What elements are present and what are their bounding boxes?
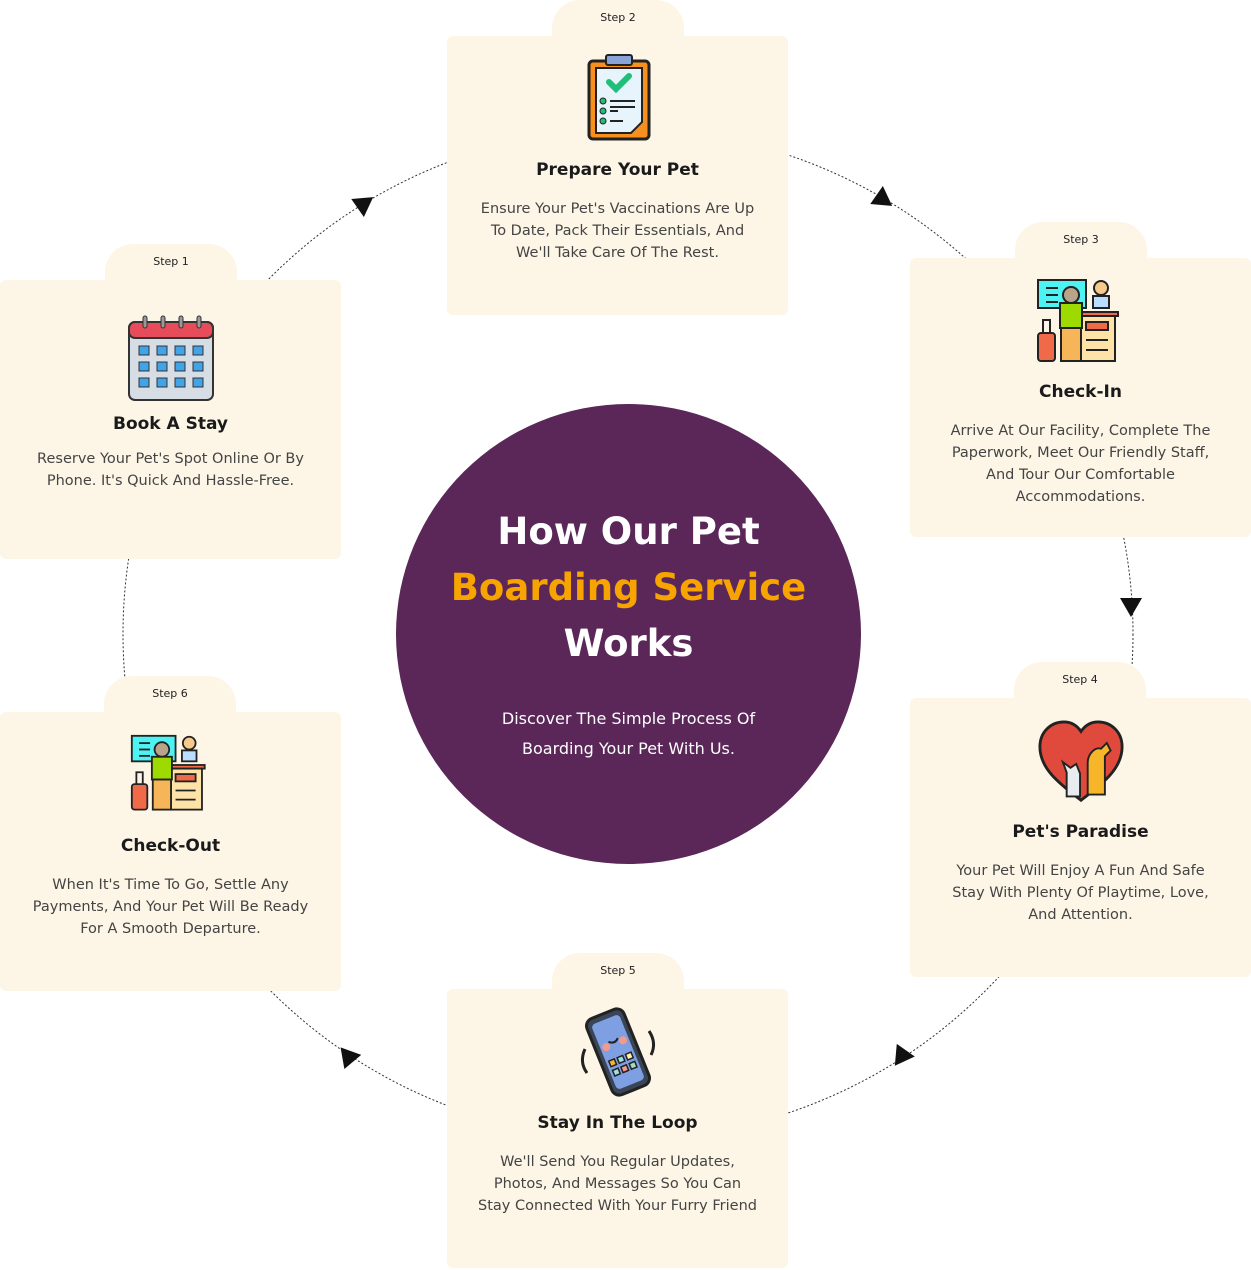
step-title: Pet's Paradise xyxy=(1012,822,1149,842)
step-tab: Step 3 xyxy=(1015,222,1147,262)
step-tab: Step 1 xyxy=(105,244,237,284)
step-description: Ensure Your Pet's Vaccinations Are Up To… xyxy=(480,201,755,261)
step-description: Arrive At Our Facility, Complete The Pap… xyxy=(950,423,1211,505)
step-title: Check-In xyxy=(1039,382,1122,402)
heart-pets-icon xyxy=(1037,720,1124,803)
step-tab: Step 5 xyxy=(552,953,684,993)
step-card-6: Step 6 Check-Out When It's Time To Go, S… xyxy=(0,676,341,991)
main-heading: How Our Pet Boarding Service Works xyxy=(396,504,861,672)
step-description: Reserve Your Pet's Spot Online Or By Pho… xyxy=(37,451,304,489)
heading-line-1: How Our Pet xyxy=(497,510,760,553)
arrow-icon xyxy=(1120,598,1142,617)
step-tab: Step 2 xyxy=(552,0,684,40)
arrow-icon xyxy=(894,1043,915,1066)
step-tab: Step 6 xyxy=(104,676,236,716)
step-card-4: Step 4 Pet's Paradise Your Pet Will Enjo… xyxy=(910,662,1251,977)
heading-line-2-accent: Boarding Service xyxy=(450,566,807,609)
reception-desk-icon xyxy=(130,734,206,811)
center-subtitle: Discover The Simple Process Of Boarding … xyxy=(501,709,756,758)
step-description: Your Pet Will Enjoy A Fun And Safe Stay … xyxy=(952,863,1209,923)
phone-vibrate-icon xyxy=(580,1007,655,1097)
step-card-5: Step 5 Stay In The Loop We'll Send You R… xyxy=(447,953,788,1268)
step-card-3: Step 3 Check-In Arrive At Our Facility, … xyxy=(910,222,1251,537)
step-tab: Step 4 xyxy=(1014,662,1146,702)
arrow-icon xyxy=(351,197,374,217)
arrow-icon xyxy=(870,186,893,206)
step-card-2: Step 2 Prepare Your Pet Ensure Your Pet'… xyxy=(447,0,788,315)
reception-desk-icon xyxy=(1036,279,1119,362)
step-description: When It's Time To Go, Settle Any Payment… xyxy=(32,877,309,937)
clipboard-check-icon xyxy=(587,54,650,141)
arrow-icon xyxy=(340,1047,362,1069)
step-card-1: Step 1 Book A Stay Reserve Your Pet's Sp… xyxy=(0,244,341,559)
step-title: Prepare Your Pet xyxy=(536,160,699,180)
step-description: We'll Send You Regular Updates, Photos, … xyxy=(478,1154,757,1214)
step-title: Stay In The Loop xyxy=(537,1113,698,1133)
calendar-icon xyxy=(127,315,214,401)
heading-line-3: Works xyxy=(563,622,694,665)
step-title: Book A Stay xyxy=(112,414,228,434)
center-title-circle: How Our Pet Boarding Service Works Disco… xyxy=(396,404,861,864)
step-title: Check-Out xyxy=(120,836,221,856)
